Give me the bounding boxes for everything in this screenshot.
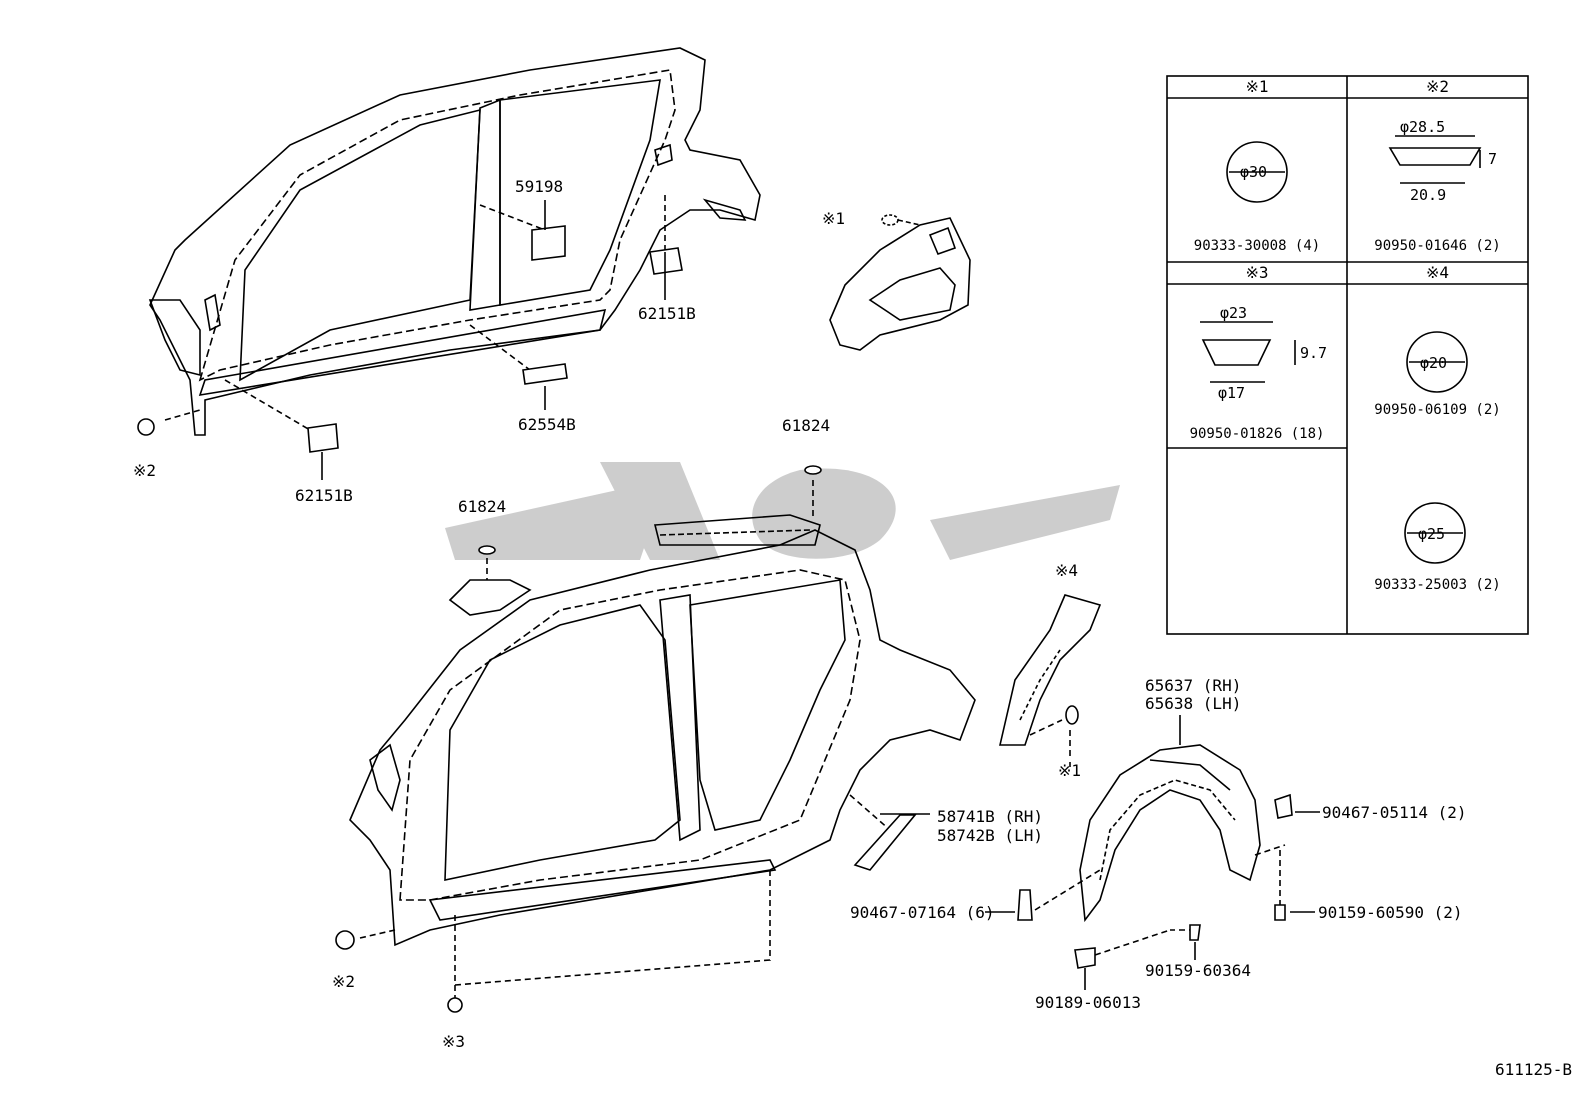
label-65637: 65637 (RH) — [1145, 676, 1242, 695]
ref-1-top: ※1 — [822, 209, 846, 228]
dim-20-9: 20.9 — [1410, 186, 1447, 204]
label-leaders — [321, 200, 1320, 990]
legend-part-5: 90333-25003 (2) — [1374, 577, 1501, 593]
legend-part-2: 90950-01646 (2) — [1374, 238, 1501, 254]
dim-phi30: φ30 — [1240, 163, 1268, 181]
label-90189-06013: 90189-06013 — [1035, 993, 1141, 1012]
label-90159-60590: 90159-60590 (2) — [1318, 903, 1463, 922]
label-65638: 65638 (LH) — [1145, 694, 1242, 713]
ref-2-bottom: ※2 — [332, 972, 356, 991]
wheelhouse-inner-upper — [829, 214, 971, 351]
ref-4: ※4 — [1055, 561, 1079, 580]
legend-header-2: ※2 — [1425, 77, 1450, 96]
label-58741b: 58741B (RH) — [937, 807, 1043, 826]
label-59198: 59198 — [515, 177, 564, 196]
label-90467-05114: 90467-05114 (2) — [1322, 803, 1467, 822]
dim-phi25: φ25 — [1418, 525, 1446, 543]
fastener-legend-table — [1166, 75, 1529, 635]
label-62554b: 62554B — [518, 415, 576, 434]
legend-header-1: ※1 — [1245, 77, 1269, 96]
legend-header-4: ※4 — [1425, 263, 1450, 282]
legend-part-3: 90950-01826 (18) — [1189, 426, 1325, 442]
watermark-logo — [445, 462, 1120, 560]
legend-part-4: 90950-06109 (2) — [1374, 402, 1501, 418]
label-90159-60364: 90159-60364 — [1145, 961, 1251, 980]
upper-body-side-panel — [148, 47, 761, 436]
dim-9-7: 9.7 — [1300, 344, 1328, 362]
label-61824-right: 61824 — [782, 416, 831, 435]
dim-phi28-5: φ28.5 — [1400, 118, 1446, 136]
label-62151b-left: 62151B — [295, 486, 353, 505]
small-parts-bottom — [335, 465, 917, 1013]
lower-body-side-panel — [349, 514, 976, 986]
dim-phi20: φ20 — [1420, 354, 1448, 372]
dim-7: 7 — [1488, 150, 1498, 168]
small-parts-top — [137, 225, 683, 453]
ref-2-top: ※2 — [133, 461, 157, 480]
wheel-arch-reinforcement — [998, 594, 1102, 746]
legend-part-1: 90333-30008 (4) — [1193, 238, 1321, 254]
label-62151b-top: 62151B — [638, 304, 696, 323]
label-58742b: 58742B (LH) — [937, 826, 1043, 845]
label-61824-left: 61824 — [458, 497, 507, 516]
dim-phi17: φ17 — [1218, 384, 1246, 402]
legend-header-3: ※3 — [1245, 263, 1269, 282]
fender-liner — [1079, 744, 1261, 923]
fasteners — [1017, 793, 1293, 969]
document-code: 611125-B — [1494, 1060, 1572, 1079]
dim-phi23: φ23 — [1220, 304, 1248, 322]
ref-1-mid: ※1 — [1058, 761, 1082, 780]
leader-lines-top — [164, 195, 666, 431]
label-90467-07164: 90467-07164 (6) — [850, 903, 995, 922]
ref-3: ※3 — [442, 1032, 466, 1051]
